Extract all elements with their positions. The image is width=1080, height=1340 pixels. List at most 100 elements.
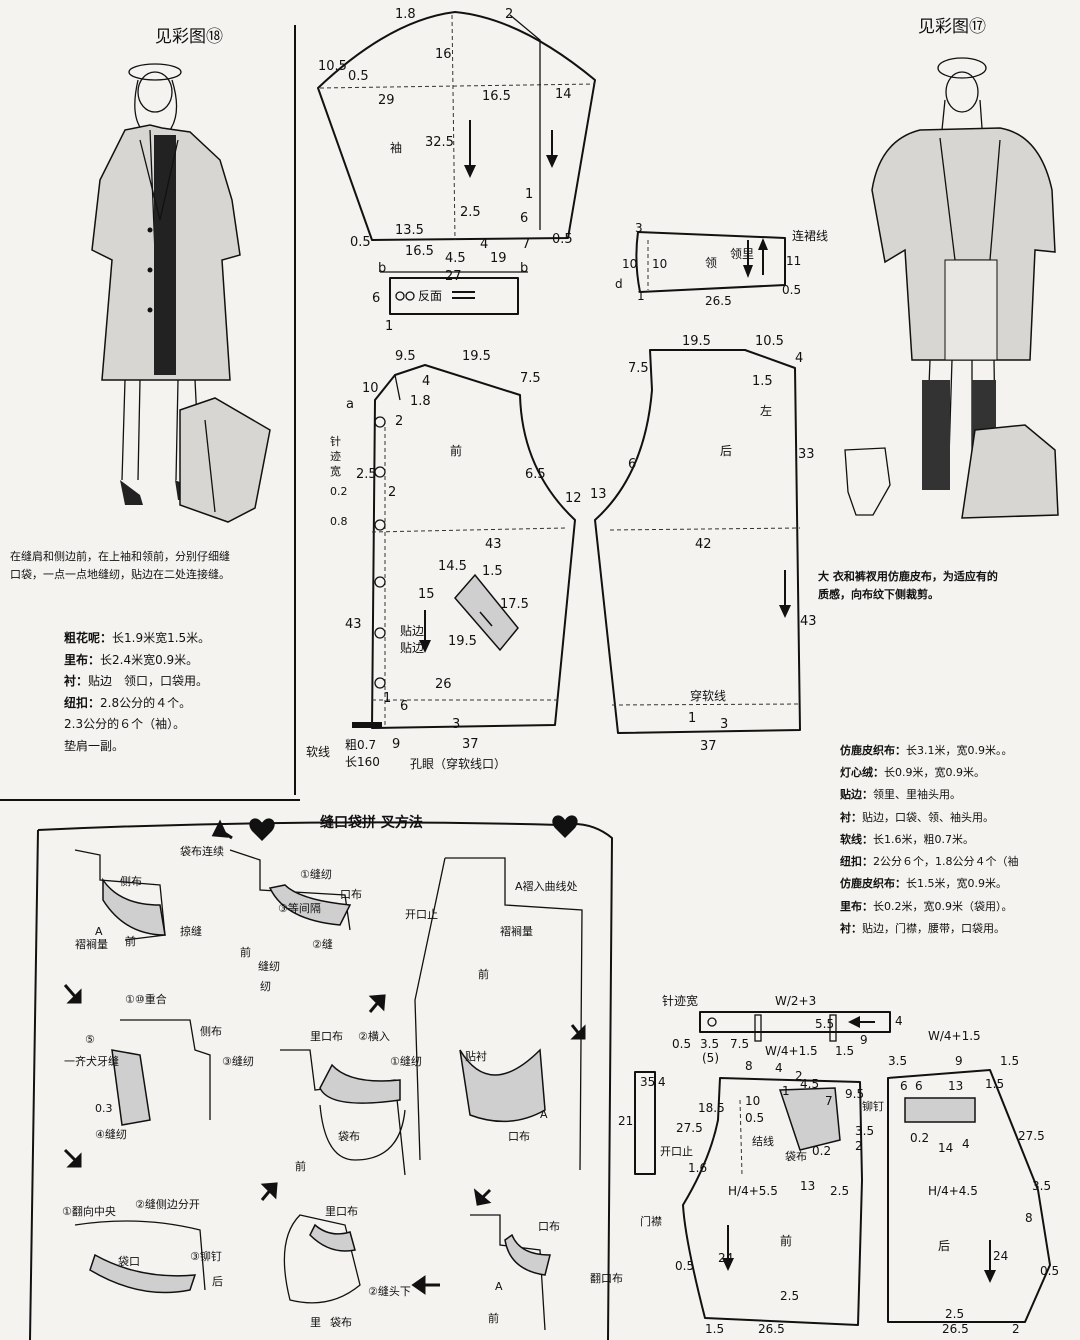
dim: 29 bbox=[378, 93, 395, 108]
shorts-front-label: 前 bbox=[780, 1233, 792, 1248]
svg-text:18.5: 18.5 bbox=[698, 1101, 725, 1115]
dim: 37 bbox=[462, 737, 479, 752]
material-value: 贴边，口袋、领、袖头用。 bbox=[862, 810, 994, 824]
svg-text:7: 7 bbox=[825, 1094, 833, 1108]
svg-text:10: 10 bbox=[745, 1094, 760, 1108]
note-line: 口袋，一点一点地缝纫，贴边在二处连接缝。 bbox=[10, 567, 230, 581]
dim: 16.5 bbox=[482, 89, 511, 104]
material-line: 贴边：领里、里袖头用。 bbox=[840, 784, 1019, 806]
dim: 37 bbox=[700, 739, 717, 754]
material-line: 垫肩一副。 bbox=[64, 736, 210, 758]
note-right: 大 衣和裤衩用仿鹿皮布，为适应有的 质感，向布纹下侧裁剪。 bbox=[818, 568, 998, 603]
note-line: 在缝肩和侧边前，在上袖和领前，分别仔细缝 bbox=[10, 550, 230, 563]
material-label: 软线： bbox=[840, 832, 873, 846]
pocket-steps-drawing bbox=[74, 849, 583, 1331]
collar-label: 领 bbox=[705, 256, 717, 270]
svg-text:2: 2 bbox=[855, 1139, 863, 1153]
dim: 33 bbox=[798, 447, 815, 462]
material-label: 粗花呢： bbox=[64, 631, 113, 645]
dim: 15 bbox=[418, 587, 435, 602]
material-label: 衬： bbox=[840, 810, 862, 824]
material-value: 贴边 领口，口袋用。 bbox=[88, 674, 209, 689]
dim: 3 bbox=[452, 717, 460, 732]
front-panel-dimensions: 9.5 19.5 7.5 10 4 1.8 a 2 2.5 2 6.5 12 4… bbox=[306, 349, 582, 771]
dim: d bbox=[615, 277, 623, 291]
svg-text:W/2+3: W/2+3 bbox=[775, 994, 816, 1008]
svg-text:③铆钉: ③铆钉 bbox=[190, 1249, 222, 1263]
svg-text:13: 13 bbox=[948, 1079, 963, 1093]
dim: 4 bbox=[795, 351, 803, 366]
svg-text:后: 后 bbox=[212, 1275, 223, 1288]
sleeve-pattern bbox=[317, 11, 596, 315]
svg-text:13: 13 bbox=[800, 1179, 815, 1193]
dim: 1 bbox=[525, 187, 533, 202]
material-value: 领里、里袖头用。 bbox=[873, 788, 961, 802]
material-line: 2.3公分的６个（袖）。 bbox=[64, 714, 210, 736]
svg-text:口布: 口布 bbox=[538, 1220, 560, 1233]
figure-right-coat bbox=[844, 57, 1059, 519]
svg-text:3.5: 3.5 bbox=[1032, 1179, 1051, 1193]
svg-text:0.5: 0.5 bbox=[745, 1111, 764, 1125]
svg-text:0.5: 0.5 bbox=[1040, 1264, 1059, 1278]
waistband-pattern bbox=[699, 1011, 891, 1042]
material-value: 垫肩一副。 bbox=[64, 738, 125, 753]
svg-text:针迹宽: 针迹宽 bbox=[662, 993, 698, 1008]
material-value: 长0.2米，宽0.9米（袋用）。 bbox=[873, 899, 1013, 913]
rivet-label: 铆钉 bbox=[862, 1099, 884, 1113]
svg-text:纫: 纫 bbox=[260, 980, 271, 993]
svg-text:侧布: 侧布 bbox=[200, 1025, 222, 1038]
material-line: 仿鹿皮织布：长3.1米，宽0.9米。。 bbox=[840, 740, 1019, 762]
soft-line-spec: 长160 bbox=[345, 755, 380, 769]
dim: 1.5 bbox=[482, 564, 503, 579]
dim: 17.5 bbox=[500, 597, 529, 612]
dim: 2.5 bbox=[356, 467, 377, 482]
collar-label: 领里 bbox=[730, 247, 754, 261]
svg-text:①缝纫: ①缝纫 bbox=[300, 867, 332, 881]
fly-pattern bbox=[634, 1071, 656, 1175]
svg-text:一齐犬牙缝: 一齐犬牙缝 bbox=[64, 1054, 119, 1068]
heart-icon bbox=[552, 815, 578, 838]
svg-text:②横入: ②横入 bbox=[358, 1029, 390, 1043]
note-left: 在缝肩和侧边前，在上袖和领前，分别仔细缝 口袋，一点一点地缝纫，贴边在二处连接缝… bbox=[10, 548, 230, 583]
material-line: 纽扣：2.8公分的４个。 bbox=[64, 693, 210, 715]
material-label: 仿鹿皮织布： bbox=[840, 877, 906, 891]
svg-text:1.5: 1.5 bbox=[835, 1044, 854, 1058]
svg-text:2.5: 2.5 bbox=[945, 1307, 964, 1321]
svg-text:掠缝: 掠缝 bbox=[180, 924, 202, 938]
svg-text:褶裥量: 褶裥量 bbox=[500, 924, 533, 938]
svg-text:4: 4 bbox=[962, 1137, 970, 1151]
collar-pattern bbox=[635, 231, 786, 293]
collar-dimensions: 3 10 10 d 1 26.5 11 0.5 领 领里 连裙线 bbox=[615, 221, 828, 308]
material-label: 仿鹿皮织布： bbox=[840, 744, 906, 757]
facing-label: 贴边 bbox=[400, 624, 424, 638]
dim: 3 bbox=[720, 717, 728, 732]
svg-text:3.5: 3.5 bbox=[855, 1124, 874, 1138]
svg-text:8: 8 bbox=[745, 1059, 753, 1073]
figure-left-coat bbox=[91, 63, 271, 523]
svg-text:24: 24 bbox=[993, 1249, 1008, 1263]
svg-text:A: A bbox=[495, 1280, 503, 1293]
pocket-section-frame bbox=[37, 821, 613, 1340]
dim: 26 bbox=[435, 677, 452, 692]
dim: 43 bbox=[345, 617, 362, 632]
dim: 3 bbox=[635, 221, 643, 235]
shorts-front-pattern bbox=[682, 1077, 863, 1326]
dim: 16 bbox=[435, 47, 452, 62]
svg-text:9: 9 bbox=[955, 1054, 963, 1068]
material-value: 长1.9米宽1.5米。 bbox=[112, 631, 211, 645]
svg-text:A: A bbox=[95, 925, 103, 938]
svg-text:W/4+1.5: W/4+1.5 bbox=[765, 1044, 818, 1058]
dim: 19 bbox=[490, 251, 507, 266]
dim: a bbox=[346, 397, 354, 412]
stitch-label: 0.8 bbox=[330, 515, 348, 528]
svg-text:H/4+5.5: H/4+5.5 bbox=[728, 1184, 778, 1198]
cuff-dim: 1 bbox=[385, 319, 393, 334]
svg-text:9.5: 9.5 bbox=[845, 1087, 864, 1101]
channel-label: 穿软线 bbox=[690, 688, 726, 703]
svg-text:①翻向中央: ①翻向中央 bbox=[62, 1204, 116, 1218]
material-value: 2.8公分的４个。 bbox=[100, 695, 192, 710]
svg-text:口布: 口布 bbox=[508, 1130, 530, 1143]
material-line: 软线：长1.6米，粗0.7米。 bbox=[840, 829, 1019, 851]
dim: 9 bbox=[392, 737, 400, 752]
svg-text:②缝侧边分开: ②缝侧边分开 bbox=[135, 1197, 200, 1211]
